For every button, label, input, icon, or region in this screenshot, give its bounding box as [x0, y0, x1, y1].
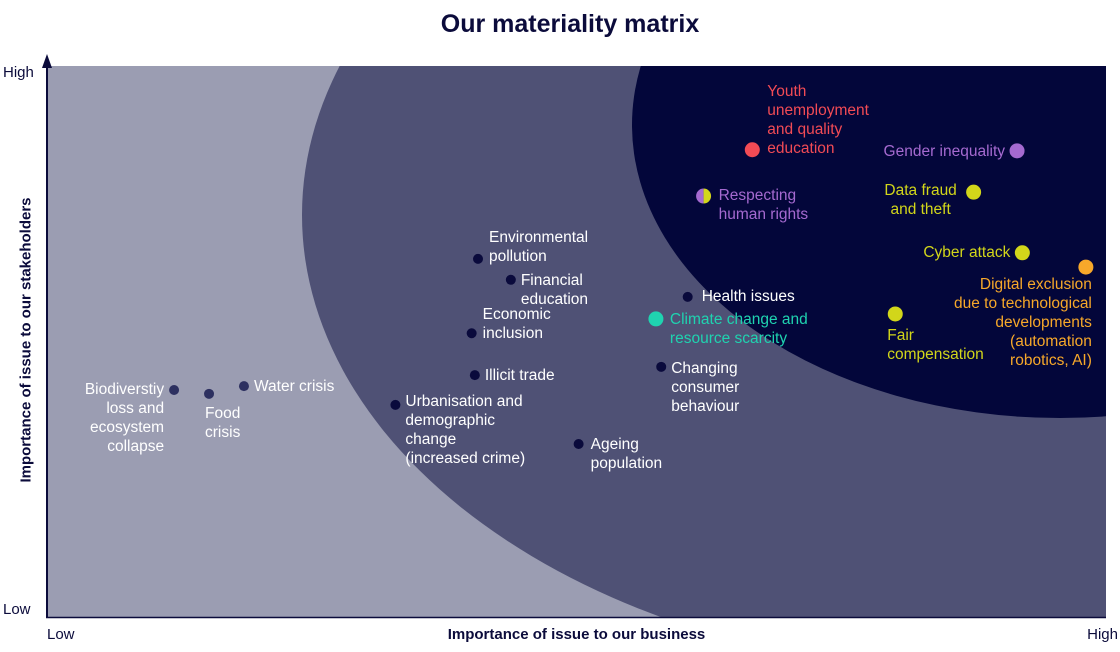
label-line: consumer: [671, 378, 740, 396]
label-line: Illicit trade: [484, 367, 555, 385]
data-point-half: [696, 188, 704, 204]
label-line: Biodiverstiy: [84, 380, 165, 398]
y-axis-label: Importance of issue to our stakeholders: [17, 197, 35, 483]
label-line: Gender inequality: [883, 142, 1006, 160]
label-line: due to technological: [954, 295, 1092, 313]
label-line: developments: [995, 314, 1092, 332]
label-line: and theft: [890, 201, 951, 219]
label-line: inclusion: [482, 325, 543, 343]
label-line: Environmental: [489, 228, 589, 246]
data-point: [505, 274, 516, 285]
y-tick-high: High: [3, 64, 34, 81]
data-point: [648, 311, 664, 327]
y-tick-low: Low: [3, 601, 31, 618]
label-line: crisis: [205, 423, 241, 441]
label-line: pollution: [489, 247, 547, 265]
label-line: Fair: [887, 326, 914, 344]
label-line: Financial: [520, 271, 583, 289]
data-point-label: Illicit trade: [485, 366, 555, 385]
label-line: Changing: [671, 359, 738, 377]
data-point: [169, 384, 180, 395]
data-point-label: Water crisis: [254, 377, 334, 396]
label-line: human rights: [718, 206, 809, 224]
label-line: Youth: [767, 82, 807, 100]
label-line: education: [520, 290, 589, 308]
label-line: Climate change and: [669, 310, 808, 328]
label-line: Food: [205, 404, 241, 422]
data-point-label: Cyber attack: [923, 243, 1010, 262]
data-point-label: Gender inequality: [884, 142, 1006, 161]
data-point: [656, 361, 667, 372]
data-point: [469, 370, 480, 381]
label-line: collapse: [107, 437, 165, 455]
label-line: demographic: [405, 411, 496, 429]
chart-title: Our materiality matrix: [440, 10, 700, 38]
data-point: [1009, 143, 1025, 159]
data-point: [887, 306, 903, 322]
data-point: [573, 438, 584, 449]
x-tick-high: High: [1087, 626, 1118, 643]
data-point-half: [703, 188, 712, 204]
label-line: Cyber attack: [923, 243, 1011, 261]
label-line: (automation: [1010, 333, 1092, 351]
label-line: Urbanisation and: [405, 392, 523, 410]
label-line: robotics, AI): [1010, 352, 1092, 370]
label-line: Ageing: [590, 435, 639, 453]
label-line: and quality: [767, 120, 843, 138]
data-point-label: Health issues: [702, 287, 795, 306]
label-line: loss and: [106, 399, 165, 417]
label-line: compensation: [887, 345, 984, 363]
label-line: ecosystem: [90, 418, 165, 436]
data-point: [966, 184, 982, 200]
label-line: behaviour: [671, 397, 740, 415]
data-point: [1014, 245, 1030, 261]
label-line: change: [405, 430, 457, 448]
data-point: [390, 399, 401, 410]
data-point: [682, 291, 693, 302]
data-point: [204, 388, 215, 399]
label-line: Economic: [482, 306, 551, 324]
label-line: education: [767, 139, 835, 157]
data-point: [466, 328, 477, 339]
x-tick-low: Low: [47, 626, 75, 643]
data-point: [238, 381, 249, 392]
label-line: Health issues: [701, 287, 795, 305]
label-line: Digital exclusion: [979, 276, 1092, 294]
y-axis-arrow-icon: [42, 54, 52, 68]
label-line: resource scarcity: [669, 329, 788, 347]
data-point: [744, 142, 760, 158]
label-line: Respecting: [718, 187, 797, 205]
data-point: [473, 253, 484, 264]
data-point: [1078, 259, 1094, 275]
label-line: Data fraud: [884, 182, 957, 200]
x-axis-label: Importance of issue to our business: [447, 626, 706, 643]
label-line: (increased crime): [405, 449, 526, 467]
label-line: population: [590, 454, 663, 472]
label-line: unemployment: [767, 101, 869, 119]
label-line: Water crisis: [253, 378, 335, 396]
